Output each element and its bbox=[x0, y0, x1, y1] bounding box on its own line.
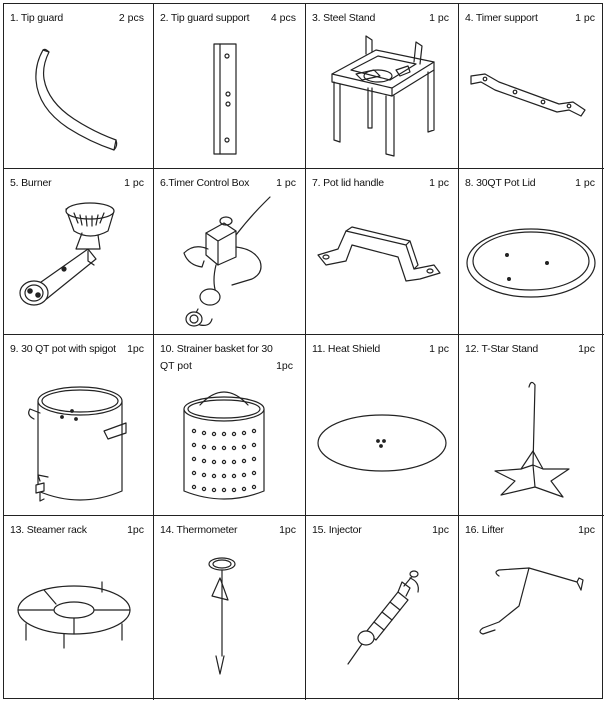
timer-control-box-icon bbox=[183, 196, 271, 327]
part-cell-steamer-rack: 13. Steamer rack 1pc bbox=[4, 516, 154, 700]
thermometer-icon bbox=[208, 557, 236, 675]
part-label: 11. Heat Shield bbox=[312, 343, 381, 355]
part-label: 5. Burner bbox=[10, 177, 52, 189]
part-cell-lifter: 16. Lifter 1pc bbox=[459, 516, 604, 700]
part-cell-thermometer: 14. Thermometer 1pc bbox=[154, 516, 306, 700]
part-cell-timer-control-box: 6.Timer Control Box 1 pc bbox=[154, 169, 306, 335]
part-label: 10. Strainer basket for 30 bbox=[160, 343, 273, 355]
pot-lid-icon bbox=[466, 228, 596, 298]
part-label: 15. Injector bbox=[312, 524, 362, 536]
part-label: 4. Timer support bbox=[465, 12, 538, 24]
part-cell-t-star-stand: 12. T-Star Stand 1pc bbox=[459, 335, 604, 516]
part-cell-injector: 15. Injector 1pc bbox=[306, 516, 459, 700]
part-label: 2. Tip guard support bbox=[160, 12, 250, 24]
part-quantity: 1 pc bbox=[429, 343, 449, 355]
burner-icon bbox=[19, 202, 115, 306]
part-label: 8. 30QT Pot Lid bbox=[465, 177, 536, 189]
part-quantity: 1pc bbox=[276, 360, 293, 372]
timer-support-icon bbox=[470, 73, 586, 117]
part-label: 7. Pot lid handle bbox=[312, 177, 384, 189]
part-quantity: 1pc bbox=[432, 524, 449, 536]
part-cell-pot-lid: 8. 30QT Pot Lid 1 pc bbox=[459, 169, 604, 335]
steel-stand-icon bbox=[331, 35, 435, 157]
part-quantity: 1 pc bbox=[276, 177, 296, 189]
pot-with-spigot-icon bbox=[28, 386, 127, 502]
tip-guard-icon bbox=[35, 48, 118, 151]
part-quantity: 1 pc bbox=[575, 177, 595, 189]
part-cell-tip-guard-support: 2. Tip guard support 4 pcs bbox=[154, 4, 306, 169]
part-label: 1. Tip guard bbox=[10, 12, 64, 24]
steamer-rack-icon bbox=[17, 581, 131, 649]
part-label-line2: QT pot bbox=[160, 360, 192, 372]
part-quantity: 1 pc bbox=[124, 177, 144, 189]
part-quantity: 4 pcs bbox=[270, 12, 296, 24]
pot-lid-handle-icon bbox=[317, 226, 441, 282]
heat-shield-icon bbox=[317, 414, 447, 472]
part-quantity: 1pc bbox=[127, 343, 144, 355]
part-quantity: 1pc bbox=[578, 524, 595, 536]
parts-list-table: 1. Tip guard 2 pcs 2. Tip guard support … bbox=[3, 3, 604, 700]
part-quantity: 2 pcs bbox=[118, 12, 144, 24]
part-cell-timer-support: 4. Timer support 1 pc bbox=[459, 4, 604, 169]
part-cell-strainer-basket: 10. Strainer basket for 30 QT pot 1pc bbox=[154, 335, 306, 516]
part-quantity: 1pc bbox=[127, 524, 144, 536]
part-cell-pot-with-spigot: 9. 30 QT pot with spigot 1pc bbox=[4, 335, 154, 516]
part-label: 9. 30 QT pot with spigot bbox=[10, 343, 116, 355]
part-quantity: 1pc bbox=[578, 343, 595, 355]
tip-guard-support-icon bbox=[213, 43, 237, 155]
part-quantity: 1pc bbox=[279, 524, 296, 536]
part-cell-tip-guard: 1. Tip guard 2 pcs bbox=[4, 4, 154, 169]
part-cell-burner: 5. Burner 1 pc bbox=[4, 169, 154, 335]
part-quantity: 1 pc bbox=[575, 12, 595, 24]
part-label: 16. Lifter bbox=[465, 524, 504, 536]
injector-icon bbox=[347, 570, 419, 665]
lifter-icon bbox=[479, 567, 584, 635]
t-star-stand-icon bbox=[494, 381, 570, 498]
strainer-basket-icon bbox=[183, 391, 265, 500]
part-label: 14. Thermometer bbox=[160, 524, 238, 536]
part-label: 6.Timer Control Box bbox=[160, 177, 250, 189]
part-cell-steel-stand: 3. Steel Stand 1 pc bbox=[306, 4, 459, 169]
part-quantity: 1 pc bbox=[429, 177, 449, 189]
part-label: 12. T-Star Stand bbox=[465, 343, 539, 355]
part-cell-pot-lid-handle: 7. Pot lid handle 1 pc bbox=[306, 169, 459, 335]
part-label: 3. Steel Stand bbox=[312, 12, 376, 24]
part-quantity: 1 pc bbox=[429, 12, 449, 24]
part-label: 13. Steamer rack bbox=[10, 524, 87, 536]
part-cell-heat-shield: 11. Heat Shield 1 pc bbox=[306, 335, 459, 516]
